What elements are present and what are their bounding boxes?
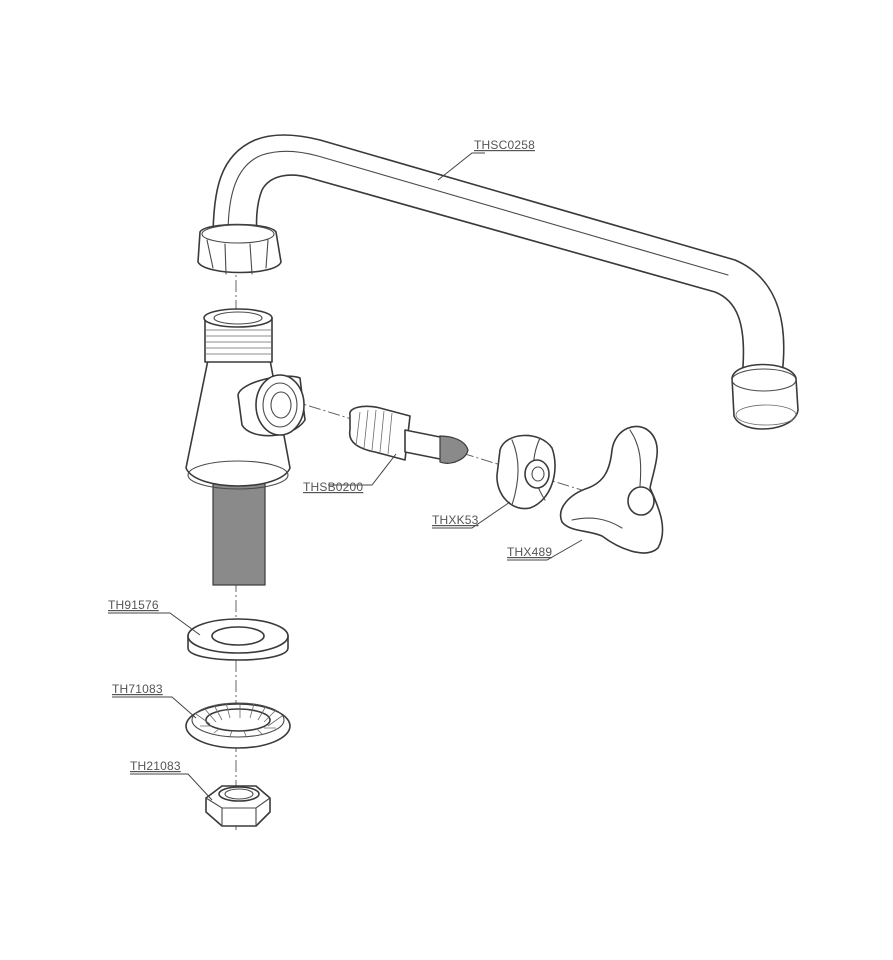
cartridge-valve [348, 405, 469, 464]
spout-pipe [197, 134, 799, 430]
label-cap: THXK53 [432, 513, 479, 527]
leader-lines [108, 152, 583, 801]
label-lock-washer: TH71083 [112, 682, 163, 696]
handle-three-prong [559, 425, 664, 554]
label-handle: THX489 [507, 545, 552, 559]
lock-washer [185, 702, 291, 749]
hex-nut [205, 785, 271, 827]
label-cartridge: THSB0200 [303, 480, 363, 494]
flat-washer [187, 618, 289, 661]
cap-bonnet [496, 434, 556, 510]
valve-body [185, 308, 306, 586]
part-labels: THSC0258 THSB0200 THXK53 THX489 TH91576 … [108, 138, 552, 773]
label-washer: TH91576 [108, 598, 159, 612]
label-nut: TH21083 [130, 759, 181, 773]
label-spout: THSC0258 [474, 138, 535, 152]
